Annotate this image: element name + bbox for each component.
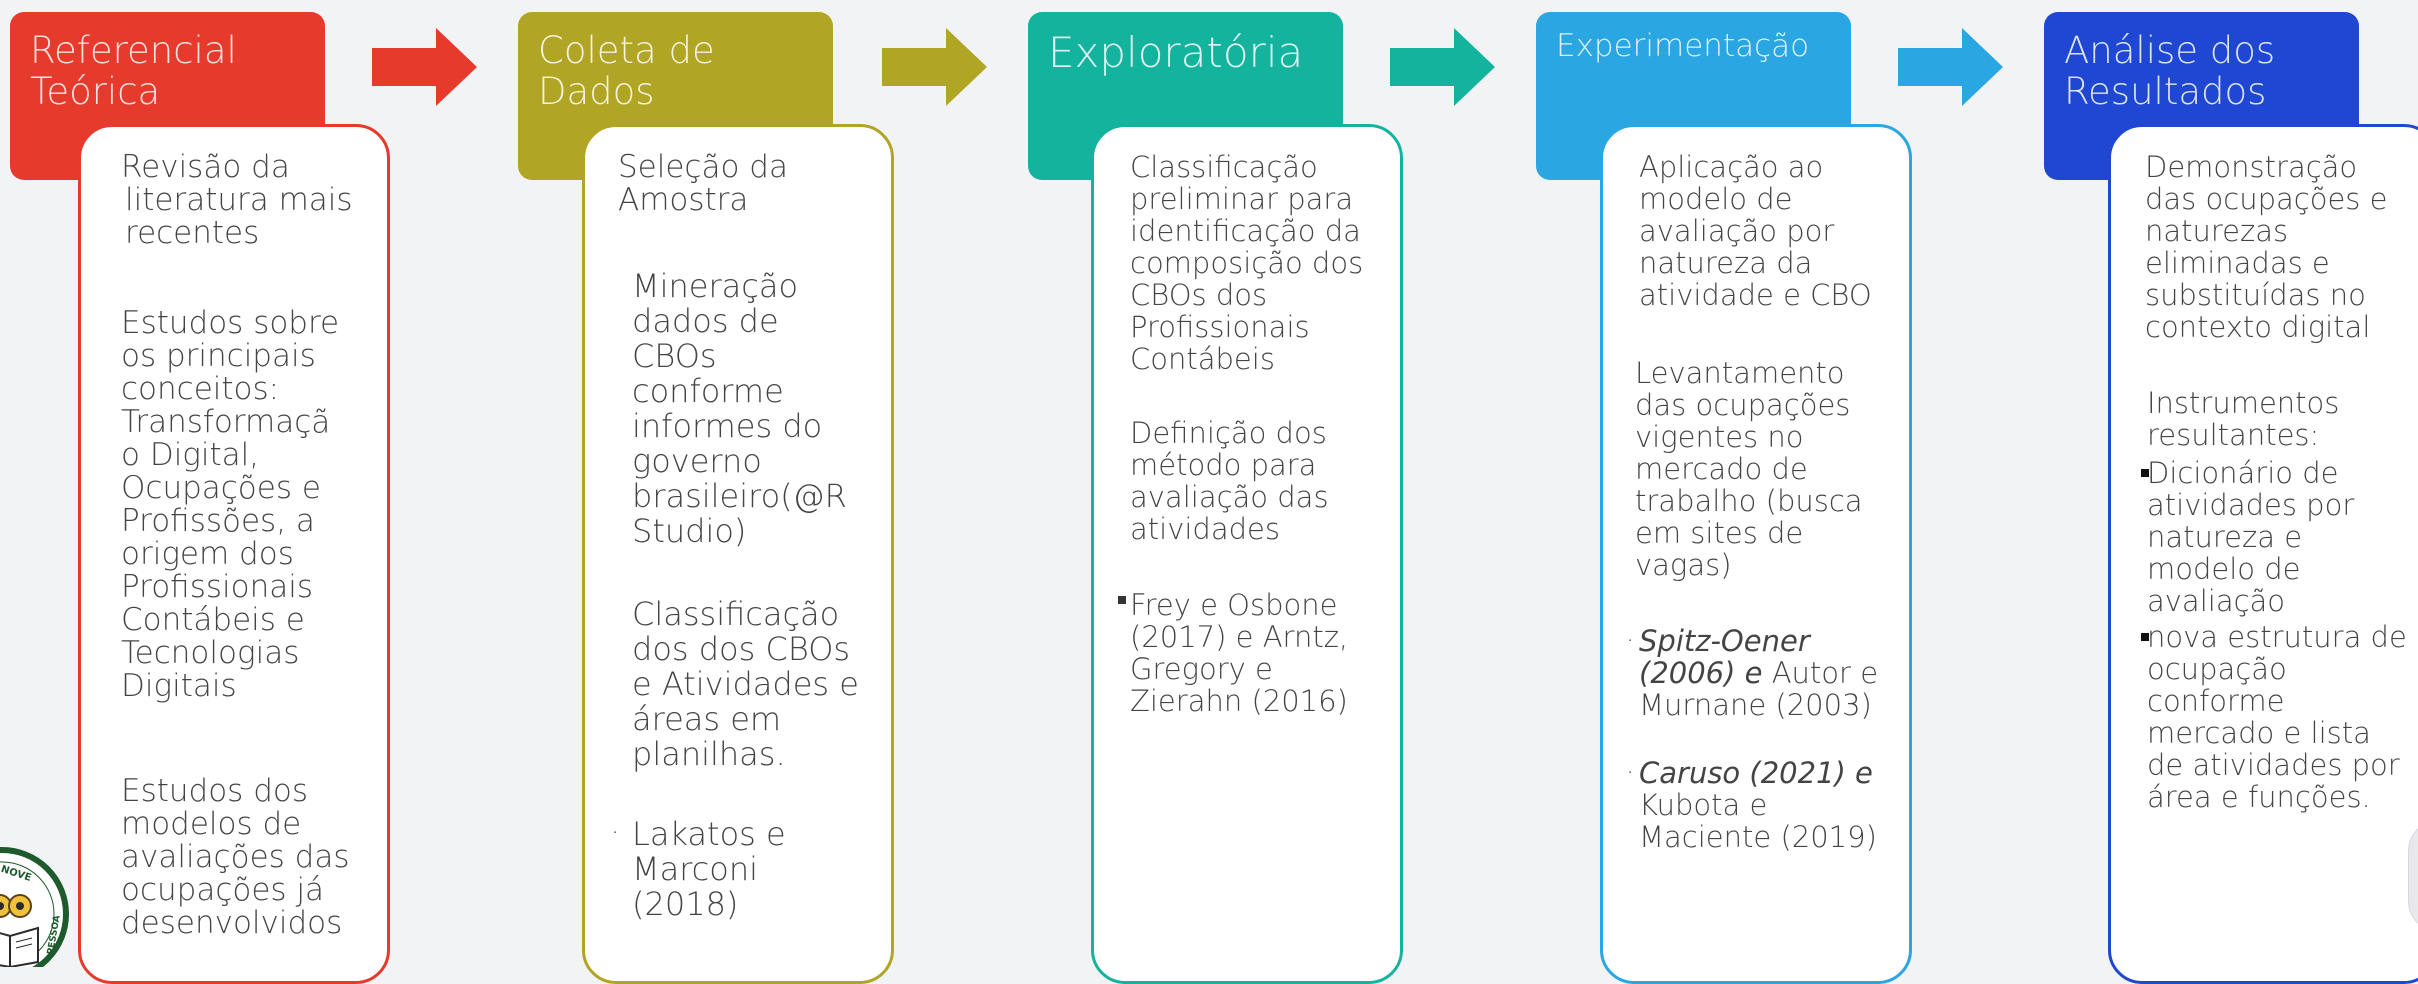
stage-4-item-4: Autor e Murnane (2003) (1639, 656, 1879, 722)
stage-4-ref-1: Spitz-Oener (2006) e Autor e Murnane (20… (1639, 625, 1889, 721)
stage-3-item-3: Frey e Osbone (2017) e Arntz, Gregory e … (1130, 588, 1349, 718)
stage-4-item-3: Spitz-Oener (2006) e (1639, 624, 1810, 690)
stage-5-title: Análise dos Resultados (2064, 29, 2276, 113)
arrow-right-icon (1898, 28, 2003, 106)
stage-4-item-5: Caruso (2021) e (1639, 756, 1873, 790)
stage-3-title: Exploratória (1048, 28, 1304, 77)
stage-4-item-2: Levantamento das ocupações vigentes no m… (1635, 356, 1863, 582)
square-bullet-icon (2141, 633, 2149, 641)
stage-4-ref-2: Caruso (2021) e Kubota e Maciente (2019) (1639, 757, 1889, 853)
stage-2-item-4: Lakatos e Marconi (2018) (632, 815, 786, 923)
stage-2-title: Coleta de Dados (538, 29, 715, 113)
dot-bullet-icon: · (1626, 758, 1635, 788)
stage-3-header: Exploratória (1028, 12, 1343, 180)
stage-5-item-3: Dicionário de atividades por natureza e … (2147, 456, 2355, 618)
stage-2-card: Seleção da Amostra Mineração dados de CB… (582, 124, 894, 984)
stage-1-title: Referencial Teórica (30, 29, 237, 113)
arrow-right-icon (882, 28, 987, 106)
stage-2-item-2: Mineração dados de CBOs conforme informe… (632, 267, 847, 550)
stage-4-card: Aplicação ao modelo de avaliação por nat… (1600, 124, 1912, 984)
stage-5-item-4: nova estrutura de ocupação conforme merc… (2147, 620, 2407, 814)
dot-bullet-icon: · (1626, 626, 1635, 656)
stage-5-card: Demonstração das ocupações e naturezas e… (2108, 124, 2418, 984)
arrow-right-icon (372, 28, 477, 106)
stage-5-item-2: Instrumentos resultantes: (2147, 386, 2340, 452)
stage-2-item-1: Seleção da Amostra (618, 149, 788, 218)
stage-1-card: Revisão da literatura mais recentes Estu… (78, 124, 390, 984)
owl-book-logo: A ET NOVE PESSOA (0, 847, 69, 967)
stage-4-title: Experimentação (1556, 28, 1810, 64)
stage-3-item-1: Classificação preliminar para identifica… (1130, 150, 1364, 376)
stage-4-item-6: Kubota e Maciente (2019) (1639, 788, 1877, 854)
stage-3-card: Classificação preliminar para identifica… (1091, 124, 1403, 984)
square-bullet-icon (2141, 469, 2149, 477)
stage-2-item-3: Classificação dos dos CBOs e Atividades … (632, 595, 859, 773)
square-bullet-icon (1118, 596, 1126, 604)
stage-1-item-3: Estudos dos modelos de avaliações das oc… (121, 773, 350, 941)
stage-1-item-1: Revisão da literatura mais recentes (121, 149, 353, 251)
stage-4-item-1: Aplicação ao modelo de avaliação por nat… (1639, 150, 1872, 312)
dot-bullet-icon: · (611, 818, 620, 848)
arrow-right-icon (1390, 28, 1495, 106)
stage-5-item-1: Demonstração das ocupações e naturezas e… (2145, 150, 2388, 344)
stage-3-item-2: Definição dos método para avaliação das … (1130, 416, 1329, 546)
stage-1-item-2: Estudos sobre os principais conceitos: T… (121, 305, 340, 704)
